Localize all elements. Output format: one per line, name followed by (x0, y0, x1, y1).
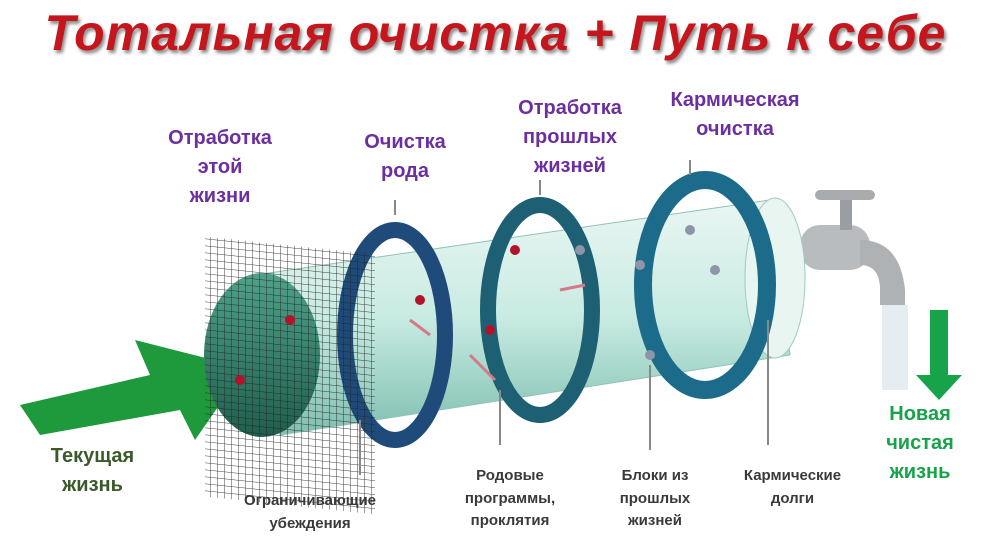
obstacle-text: проклятия (470, 512, 550, 529)
stage-text: прошлых (522, 126, 618, 148)
stage-label-lineage: Очистка рода (340, 128, 470, 186)
output-arrow (916, 310, 962, 400)
obstacle-text: Блоки из (621, 467, 689, 484)
output-text: жизнь (889, 461, 951, 483)
output-text: Новая (889, 403, 951, 425)
obstacle-label-debts: Кармические долги (725, 465, 860, 510)
stage-text: очистка (696, 118, 774, 140)
filter-ring (634, 171, 776, 399)
obstacle-text: Ограничивающие (243, 492, 377, 509)
obstacle-label-blocks: Блоки из прошлых жизней (605, 465, 705, 533)
stage-text: жизни (189, 185, 251, 207)
stage-text: Кармическая (670, 89, 800, 111)
obstacle-text: Родовые (476, 467, 544, 484)
output-label: Новая чистая жизнь (870, 400, 970, 487)
filter-ring (480, 197, 600, 423)
obstacle-text: жизней (628, 512, 682, 529)
stage-text: этой (197, 156, 243, 178)
stage-label-past-lives: Отработка прошлых жизней (500, 94, 640, 181)
mesh-filter (205, 236, 375, 515)
stage-text: рода (381, 160, 429, 182)
obstacle-text: долги (770, 489, 815, 507)
stage-text: Очистка (364, 131, 446, 153)
input-arrow (20, 340, 245, 440)
obstacle-text: убеждения (269, 514, 351, 532)
stage-label-this-life: Отработка этой жизни (150, 124, 290, 211)
stage-text: жизней (534, 155, 606, 177)
stage-text: Отработка (168, 127, 272, 149)
obstacle-label-lineage: Родовые программы, проклятия (455, 465, 565, 533)
input-label: Текущая жизнь (30, 442, 155, 500)
stage-label-karmic: Кармическая очистка (650, 86, 820, 144)
output-text: чистая (886, 432, 954, 454)
input-text: жизнь (62, 474, 123, 496)
page-title: Тотальная очистка + Путь к себе (44, 5, 947, 61)
obstacle-label-beliefs: Ограничивающие убеждения (225, 490, 395, 535)
faucet-icon (800, 190, 908, 390)
stage-text: Отработка (518, 97, 622, 119)
obstacle-text: прошлых (619, 489, 691, 507)
obstacle-text: Кармические (743, 467, 842, 484)
obstacle-text: программы, (464, 489, 556, 507)
input-text: Текущая (50, 445, 135, 467)
